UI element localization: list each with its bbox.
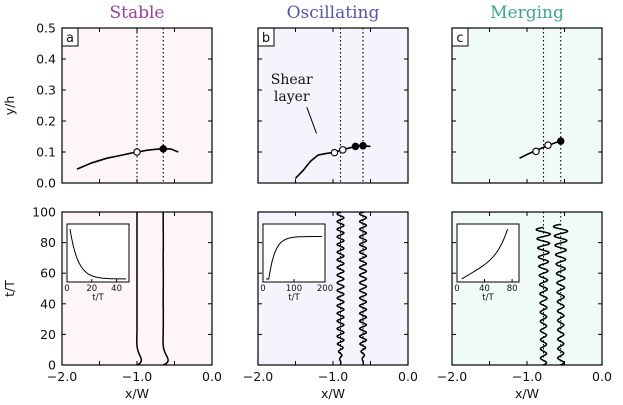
inset-x-axis-label: t/T <box>92 293 104 303</box>
y-tick-label: 0.5 <box>36 21 56 36</box>
inset-frame <box>66 223 130 283</box>
panel-letter: a <box>66 31 74 46</box>
x-tick-label: 0.0 <box>592 369 612 384</box>
inset-frame <box>262 223 326 283</box>
x-tick-label: −1.0 <box>318 369 348 384</box>
panel-c-background <box>452 28 602 183</box>
filled-marker <box>351 142 360 151</box>
open-marker <box>338 146 347 154</box>
y-axis-label: t/T <box>2 280 17 297</box>
open-marker <box>544 141 552 149</box>
filled-marker <box>159 145 168 153</box>
open-marker <box>532 147 540 156</box>
trajectory-trace <box>136 212 143 366</box>
panel-border <box>61 27 213 184</box>
x-tick-label: −1.0 <box>512 369 542 384</box>
x-tick-label: −2.0 <box>47 369 77 384</box>
y-tick-label: 100 <box>32 205 56 220</box>
inset-x-tick-label: 0 <box>64 284 69 294</box>
inset-x-axis-label: t/T <box>482 293 494 303</box>
inset-x-tick-label: 40 <box>111 284 122 294</box>
y-tick-label: 60 <box>40 266 56 281</box>
panel-c: Merging c <box>451 3 603 184</box>
panel-title: Oscillating <box>287 3 380 23</box>
y-tick-label: 0 <box>48 358 56 373</box>
trajectory-trace <box>552 223 569 366</box>
inset-x-tick-label: 20 <box>86 284 97 294</box>
panel-border <box>257 27 409 184</box>
panel-border <box>451 211 603 366</box>
inset-curve <box>69 228 127 280</box>
x-axis-label: x/W <box>515 386 539 401</box>
inset-frame <box>456 223 520 283</box>
x-tick-label: −2.0 <box>437 369 467 384</box>
x-tick-label: 0.0 <box>398 369 418 384</box>
y-tick-label: 20 <box>40 327 56 342</box>
x-axis-label: x/W <box>321 386 345 401</box>
inset-x-axis-label: t/T <box>288 293 300 303</box>
x-tick-label: −1.0 <box>122 369 152 384</box>
inset-x-tick-label: 40 <box>479 284 490 294</box>
panel-title: Stable <box>110 3 165 23</box>
inset-curve <box>461 228 509 280</box>
panel-b-bottom: −2.0 −1.0 0.0 x/W 0 100 200 t/T <box>243 211 418 401</box>
series-line <box>519 138 564 159</box>
inset-x-tick-label: 0 <box>454 284 459 294</box>
trajectory-trace <box>162 211 169 366</box>
y-tick-label: 0.4 <box>36 52 56 67</box>
y-tick-label: 0.2 <box>36 114 56 129</box>
annotation-line-2: layer <box>274 89 310 105</box>
x-tick-label: −2.0 <box>243 369 273 384</box>
y-tick-label: 80 <box>40 235 56 250</box>
y-tick-label: 0.1 <box>36 145 56 160</box>
panel-letter: c <box>456 31 463 46</box>
panel-border <box>257 211 409 366</box>
panel-title: Merging <box>490 3 564 23</box>
open-marker <box>133 148 141 156</box>
panel-border <box>61 211 213 366</box>
panel-a: Stable a 0.0 0.1 0.2 0.3 0.4 0.5 y/h <box>2 3 213 191</box>
inset-curve <box>266 236 322 280</box>
panel-border <box>451 27 603 184</box>
inset-x-tick-label: 100 <box>286 284 302 294</box>
annotation-pointer <box>306 106 317 134</box>
x-tick-label: 0.0 <box>202 369 222 384</box>
x-axis-label: x/W <box>125 386 149 401</box>
inset-x-tick-label: 200 <box>317 284 333 294</box>
y-tick-label: 0.0 <box>36 176 56 191</box>
inset-x-tick-label: 0 <box>260 284 265 294</box>
filled-marker <box>359 142 367 150</box>
y-axis-label: y/h <box>2 96 17 116</box>
panel-a-bottom: −2.0 −1.0 0.0 x/W 0 20 40 60 80 100 t/T 0 20 40 t/T <box>2 205 222 402</box>
y-tick-label: 40 <box>40 296 56 311</box>
annotation-line-1: Shear <box>271 72 313 88</box>
inset-x-tick-label: 80 <box>507 284 518 294</box>
panel-c-bottom: −2.0 −1.0 0.0 x/W 0 40 80 t/T <box>437 211 612 401</box>
open-marker <box>330 148 339 157</box>
panel-b-background <box>258 28 408 183</box>
panel-letter: b <box>262 31 270 46</box>
y-tick-label: 0.3 <box>36 83 56 98</box>
filled-marker <box>556 137 565 145</box>
